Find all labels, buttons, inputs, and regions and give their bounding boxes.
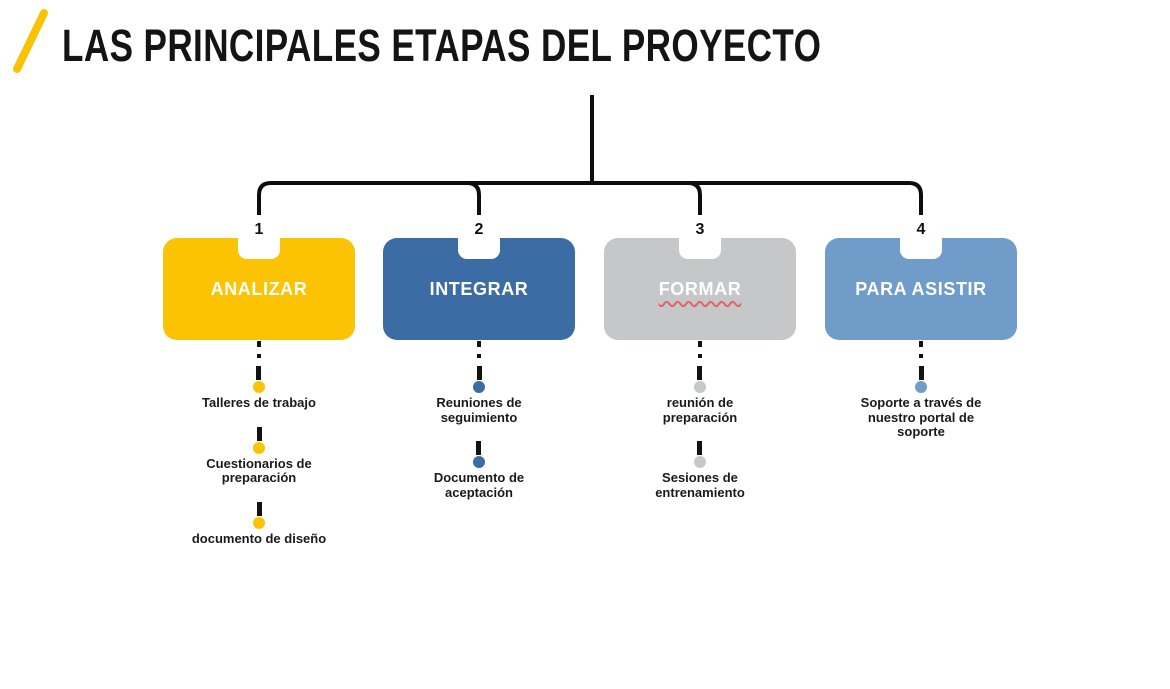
- dash-segment: [918, 366, 924, 380]
- deliverable-label: Cuestionarios de preparación: [206, 455, 312, 485]
- deliverable-label: Sesiones de entrenamiento: [655, 470, 745, 500]
- stage-column-formar: 3 FORMAR reunión de preparación Sesiones…: [604, 221, 796, 500]
- tree-drop-2: [466, 181, 481, 215]
- bullet-dot: [252, 381, 265, 393]
- stage-flow: Reuniones de seguimiento Documento de ac…: [383, 340, 575, 500]
- bullet-dot: [473, 381, 485, 393]
- deliverable-label: Documento de aceptación: [433, 470, 525, 500]
- stage-card-analizar: 1 ANALIZAR: [163, 221, 355, 340]
- bullet-dot: [253, 441, 265, 454]
- stage-number-notch: [900, 238, 942, 259]
- stage-column-integrar: 2 INTEGRAR Reuniones de seguimiento Docu…: [383, 221, 575, 500]
- stage-card-integrar: 2 INTEGRAR: [383, 221, 575, 340]
- stage-column-analizar: 1 ANALIZAR Talleres de trabajo Cuestiona…: [163, 221, 355, 546]
- stage-flow: Talleres de trabajo Cuestionarios de pre…: [163, 340, 355, 546]
- dash-segment: [256, 426, 262, 441]
- dash-segment: [476, 441, 482, 455]
- tree-rail: [257, 181, 923, 215]
- deliverable-item: Cuestionarios de preparación: [206, 426, 312, 486]
- deliverable-item: Soporte a través de nuestro portal de so…: [860, 366, 982, 440]
- bullet-dot: [472, 456, 485, 468]
- stage-label: INTEGRAR: [383, 238, 575, 340]
- stage-number-notch: [238, 238, 280, 259]
- deliverable-label: Soporte a través de nuestro portal de so…: [860, 395, 982, 439]
- deliverable-item: reunión de preparación: [663, 366, 737, 425]
- dash-segment: [476, 366, 482, 380]
- dash-segment: [257, 341, 261, 347]
- deliverable-item: Documento de aceptación: [434, 441, 524, 500]
- stage-card-para-asistir: 4 PARA ASISTIR: [825, 221, 1017, 340]
- stage-label-text: PARA ASISTIR: [855, 278, 987, 299]
- deliverable-label: Reuniones de seguimiento: [436, 395, 522, 425]
- stage-number: 4: [916, 221, 926, 238]
- title-slash-icon: [13, 9, 48, 73]
- stage-label-text: ANALIZAR: [210, 278, 308, 299]
- bullet-dot: [693, 381, 706, 393]
- dash-segment: [477, 341, 481, 347]
- dash-segment: [697, 441, 703, 455]
- deliverable-label: reunión de preparación: [662, 395, 738, 425]
- bullet-dot: [253, 516, 265, 529]
- deliverable-item: Talleres de trabajo: [202, 366, 316, 411]
- deliverable-label: Talleres de trabajo: [202, 395, 316, 410]
- dash-dot: [698, 354, 702, 358]
- stage-label: ANALIZAR: [163, 238, 355, 340]
- stage-label-text: INTEGRAR: [429, 278, 529, 299]
- stage-column-para-asistir: 4 PARA ASISTIR Soporte a través de nuest…: [825, 221, 1017, 440]
- stage-label-text-misspelled: FORMAR: [658, 278, 742, 299]
- stage-number-notch: [679, 238, 721, 259]
- bullet-dot: [693, 456, 706, 468]
- deliverable-item: documento de diseño: [191, 501, 327, 547]
- stage-number: 1: [254, 221, 264, 238]
- dash-segment: [697, 366, 703, 380]
- stage-number-notch: [458, 238, 500, 259]
- stage-label: PARA ASISTIR: [825, 238, 1017, 340]
- stage-number: 3: [695, 221, 705, 238]
- dash-segment: [698, 341, 702, 347]
- dash-dot: [477, 354, 481, 358]
- tree-drop-3: [687, 181, 702, 215]
- stage-number: 2: [474, 221, 484, 238]
- deliverable-label: documento de diseño: [191, 530, 327, 546]
- dash-segment: [256, 501, 262, 516]
- dash-segment: [256, 366, 262, 380]
- dash-dot: [919, 354, 923, 358]
- stage-card-formar: 3 FORMAR: [604, 221, 796, 340]
- stage-label: FORMAR: [604, 238, 796, 340]
- stage-flow: reunión de preparación Sesiones de entre…: [604, 340, 796, 500]
- page-title: LAS PRINCIPALES ETAPAS DEL PROYECTO: [62, 20, 822, 71]
- deliverable-item: Reuniones de seguimiento: [436, 366, 522, 425]
- bullet-dot: [915, 381, 927, 393]
- dash-segment: [919, 341, 923, 347]
- stage-flow: Soporte a través de nuestro portal de so…: [825, 340, 1017, 440]
- deliverable-item: Sesiones de entrenamiento: [655, 441, 745, 500]
- dash-dot: [257, 354, 261, 358]
